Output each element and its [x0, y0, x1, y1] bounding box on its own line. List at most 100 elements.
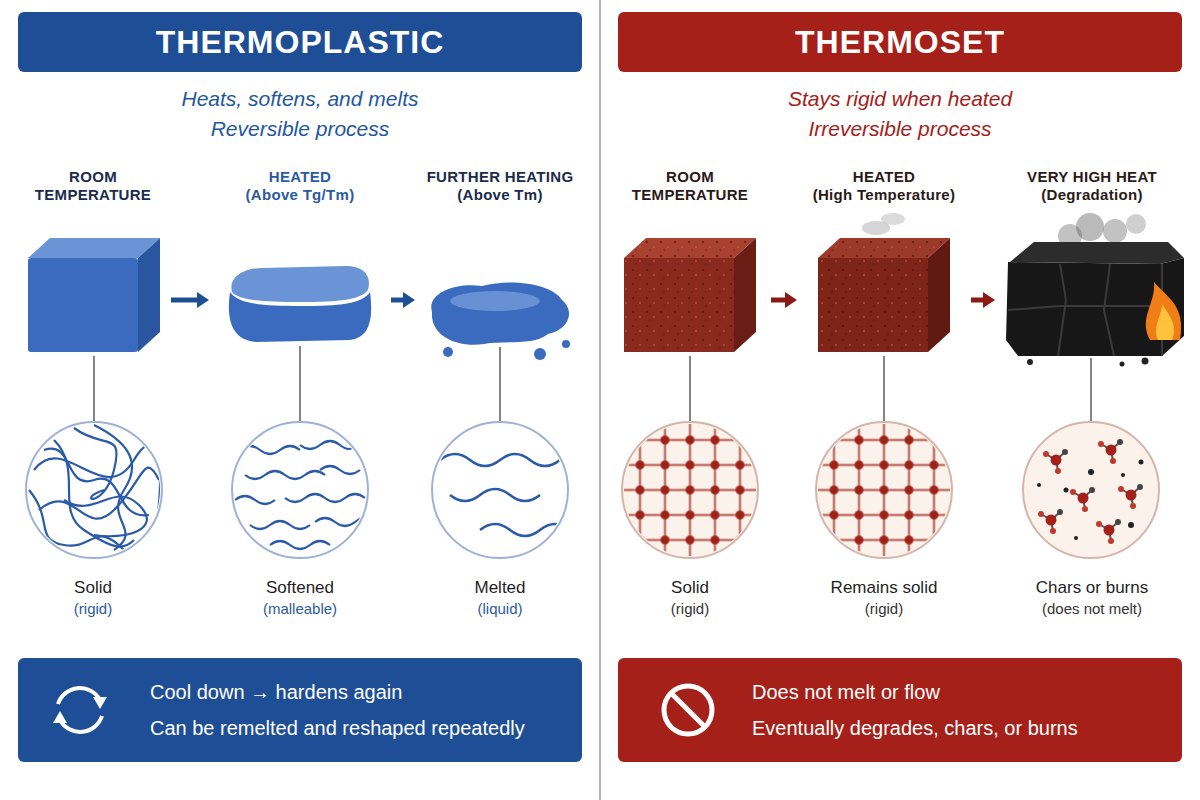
- subtitle-text: Heats, softens, and melts: [18, 86, 582, 111]
- charred-block: [1126, 214, 1146, 234]
- arrow-shaft: [171, 298, 198, 303]
- crosslinked-network-circle: [620, 420, 760, 560]
- tangled-chains-circle: [34, 445, 160, 530]
- broken-network-circle: [1074, 536, 1078, 540]
- loose-chains-circle: [300, 441, 355, 449]
- leader-line: [1090, 358, 1091, 422]
- charred-block: [1076, 213, 1104, 241]
- tangled-chains-circle: [44, 449, 149, 516]
- cycle-icon: [60, 716, 102, 732]
- charred-block: [1142, 358, 1149, 365]
- broken-network-circle: [1023, 422, 1159, 558]
- solid-thermoset-cube: [734, 238, 756, 352]
- solid-plastic-cube: [28, 238, 160, 352]
- loose-chains-circle: [285, 494, 365, 502]
- charred-block: [1103, 219, 1127, 243]
- stage-heading: (Above Tm): [457, 186, 543, 204]
- state-note: (rigid): [74, 599, 112, 619]
- tangled-chains-circle: [39, 468, 159, 519]
- broken-network-circle: [1121, 473, 1125, 477]
- broken-network-circle: [1096, 519, 1121, 544]
- arrow-head: [403, 292, 415, 308]
- state-label-group: Solid(rigid): [671, 577, 709, 618]
- heated-thermoset-cube: [818, 258, 928, 352]
- subtitle-text: Reversible process: [18, 116, 582, 141]
- tangled-chains-circle: [74, 428, 117, 499]
- loose-chains-circle: [315, 518, 365, 526]
- charred-block: [1006, 258, 1184, 356]
- state-note: (malleable): [263, 599, 337, 619]
- header-title: THERMOPLASTIC: [156, 24, 445, 61]
- prohibition-icon: [671, 693, 705, 727]
- charred-block: [1058, 264, 1066, 356]
- solid-plastic-cube: [28, 238, 160, 258]
- charred-block: [1156, 304, 1174, 340]
- summary-text: Can be remelted and reshaped repeatedly: [150, 715, 572, 741]
- broken-network-circle: [1037, 439, 1144, 544]
- heated-thermoset-cube: [881, 213, 905, 225]
- charred-block: [1008, 306, 1160, 310]
- leader-line: [94, 346, 1091, 422]
- summary-text: Cool down → hardens again: [150, 679, 572, 705]
- stage-column: HEATED(High Temperature) Remains solid(ri…: [800, 168, 968, 618]
- leader-line: [689, 356, 690, 422]
- summary-text: Does not melt or flow: [752, 679, 1172, 705]
- stage-heading-group: ROOM TEMPERATURE: [625, 168, 755, 204]
- solid-thermoset-cube: [624, 258, 734, 352]
- subtitle-text: Stays rigid when heated: [618, 86, 1182, 111]
- broken-network-circle: [1088, 469, 1094, 475]
- leader-line: [299, 346, 300, 422]
- softened-plastic-blob: [229, 266, 371, 342]
- melted-plastic-puddle: [443, 347, 453, 357]
- stage-heading-group: ROOM TEMPERATURE: [28, 168, 158, 204]
- heated-thermoset-cube: [818, 238, 950, 258]
- loose-chains-circle: [250, 521, 310, 529]
- tangled-chains-circle: [29, 425, 160, 550]
- stage-heading: FURTHER HEATING: [427, 168, 574, 186]
- arrow-head: [785, 292, 797, 308]
- heated-thermoset-cube: [818, 258, 928, 352]
- heated-thermoset-cube: [818, 238, 950, 258]
- crosslinked-network-circle: [620, 420, 760, 560]
- stage-heading-group: FURTHER HEATING(Above Tm): [427, 168, 574, 204]
- crosslinked-network-circle: [814, 420, 954, 560]
- crosslinked-network-circle: [814, 420, 954, 560]
- stage-heading: ROOM TEMPERATURE: [625, 168, 755, 204]
- state-label-group: Melted(liquid): [474, 577, 525, 618]
- solid-thermoset-cube: [624, 238, 756, 258]
- heated-thermoset-cube: [818, 213, 950, 352]
- loose-chains-circle: [235, 441, 365, 549]
- cycle-icon: [58, 688, 100, 704]
- tangled-chains-circle: [64, 496, 147, 536]
- free-chains-circle: [440, 454, 570, 536]
- tangled-chains-circle: [26, 422, 162, 558]
- state-note: (does not melt): [1042, 599, 1142, 619]
- loose-chains-circle: [232, 422, 368, 558]
- charred-block: [1104, 264, 1114, 356]
- loose-chains-circle: [320, 466, 360, 474]
- broken-network-circle: [1139, 460, 1144, 465]
- stage-heading: (Above Tg/Tm): [246, 186, 355, 204]
- stage-heading-group: HEATED(High Temperature): [813, 168, 956, 204]
- tangled-chains-circle: [26, 422, 162, 558]
- header-title: THERMOSET: [795, 24, 1005, 61]
- stage-heading: HEATED: [853, 168, 915, 186]
- leader-line: [499, 347, 500, 422]
- solid-plastic-cube: [28, 258, 138, 352]
- state-note: (rigid): [865, 599, 903, 619]
- broken-network-circle: [1043, 449, 1068, 474]
- leader-line: [883, 356, 884, 422]
- broken-network-circle: [1037, 483, 1041, 487]
- stage-column: HEATED(Above Tg/Tm)Softened(malleable): [212, 168, 388, 618]
- process-arrow: [971, 292, 995, 308]
- state-label: Remains solid: [831, 577, 938, 598]
- state-label-group: Solid(rigid): [74, 577, 112, 618]
- process-arrow: [771, 292, 797, 308]
- loose-chains-circle: [240, 446, 300, 454]
- stage-heading: VERY HIGH HEAT: [1027, 168, 1157, 186]
- free-chains-circle: [440, 454, 560, 466]
- charred-block: [1146, 282, 1181, 340]
